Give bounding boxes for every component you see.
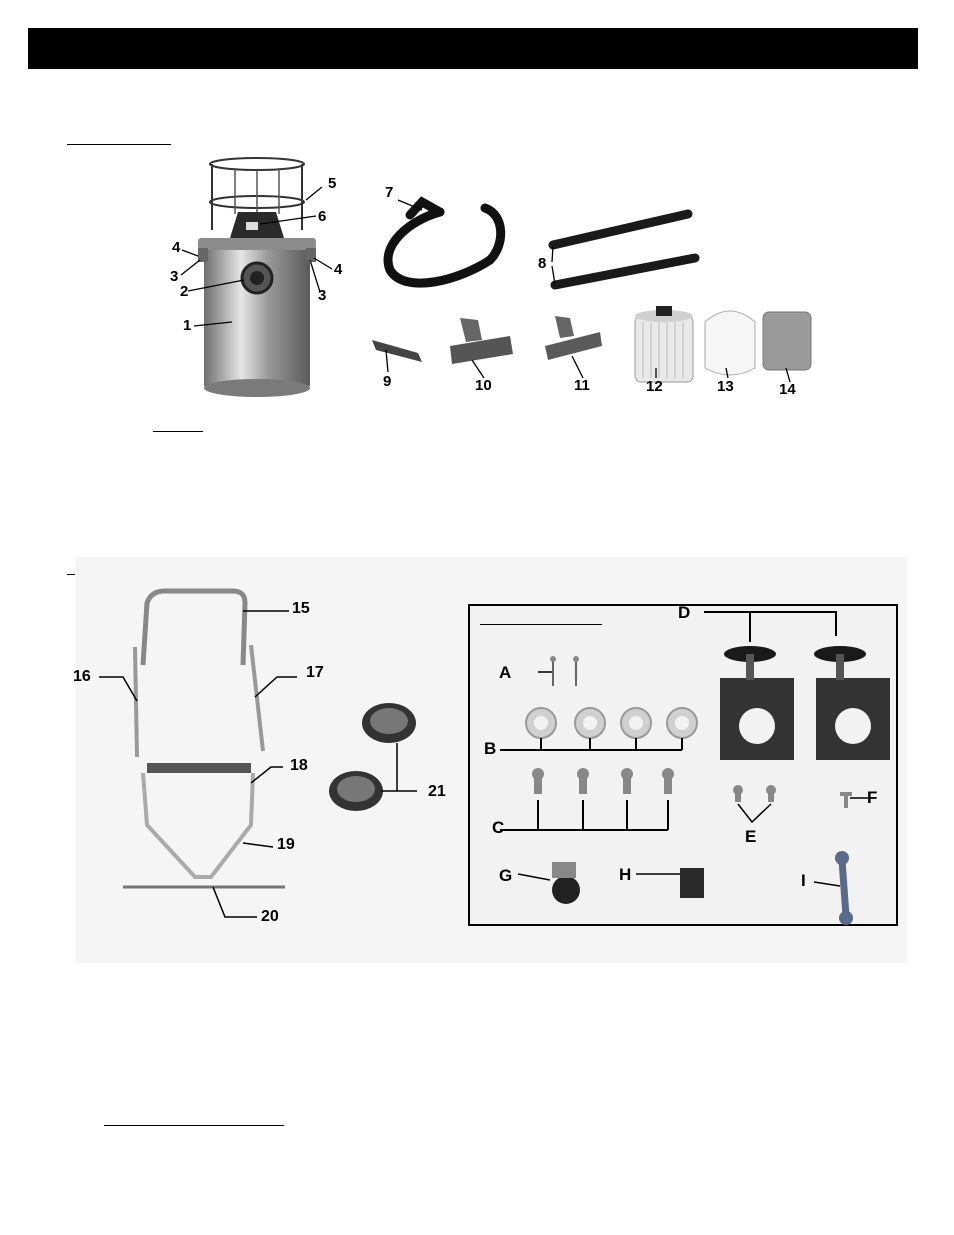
crevice-tool-drawing — [372, 340, 422, 362]
callout-G: G — [499, 866, 513, 885]
header-bar — [28, 28, 918, 69]
figure-caption-rule-1 — [153, 431, 203, 432]
callout-5: 5 — [328, 175, 337, 192]
callout-H: H — [619, 865, 632, 884]
section-heading-rule-1 — [67, 144, 171, 145]
callout-1: 1 — [183, 317, 192, 334]
cloth-filter-drawing — [704, 310, 756, 376]
hardware-heading-rule — [480, 624, 602, 625]
callout-3-right: 3 — [318, 287, 327, 304]
callout-3-left: 3 — [170, 268, 179, 285]
section-heading-rule-3 — [104, 1125, 284, 1126]
callout-I: I — [801, 871, 806, 890]
callout-9: 9 — [383, 373, 392, 390]
callout-17: 17 — [306, 664, 324, 681]
floor-brush-drawing — [450, 318, 513, 364]
callout-12: 12 — [646, 378, 663, 395]
cartridge-filter-drawing — [634, 306, 694, 383]
callout-14: 14 — [779, 381, 796, 398]
callout-E: E — [745, 827, 757, 846]
vacuum-components-figure — [180, 157, 812, 397]
wands-drawing — [548, 209, 700, 290]
callout-21: 21 — [428, 783, 446, 800]
callout-4-left: 4 — [172, 239, 181, 256]
callout-4-right: 4 — [334, 261, 343, 278]
callout-10: 10 — [475, 377, 492, 394]
callout-6: 6 — [318, 208, 327, 225]
callout-18: 18 — [290, 757, 308, 774]
callout-8: 8 — [538, 255, 547, 272]
callout-19: 19 — [277, 836, 295, 853]
hardware-figure — [500, 611, 890, 925]
callout-F: F — [867, 788, 878, 807]
callout-15: 15 — [292, 600, 310, 617]
wet-nozzle-drawing — [545, 316, 602, 360]
callout-B: B — [484, 739, 497, 758]
callout-20: 20 — [261, 908, 279, 925]
canister-drawing — [198, 157, 316, 397]
hose-drawing — [383, 196, 506, 288]
callout-C: C — [492, 818, 505, 837]
callout-16: 16 — [73, 668, 91, 685]
callout-2: 2 — [180, 283, 189, 300]
callout-13: 13 — [717, 378, 734, 395]
callout-11: 11 — [574, 377, 590, 394]
cart-frame-figure — [99, 588, 417, 918]
callout-A: A — [499, 663, 512, 682]
callout-D: D — [678, 603, 691, 622]
callout-7: 7 — [385, 184, 394, 201]
mesh-filter-drawing — [762, 311, 812, 371]
